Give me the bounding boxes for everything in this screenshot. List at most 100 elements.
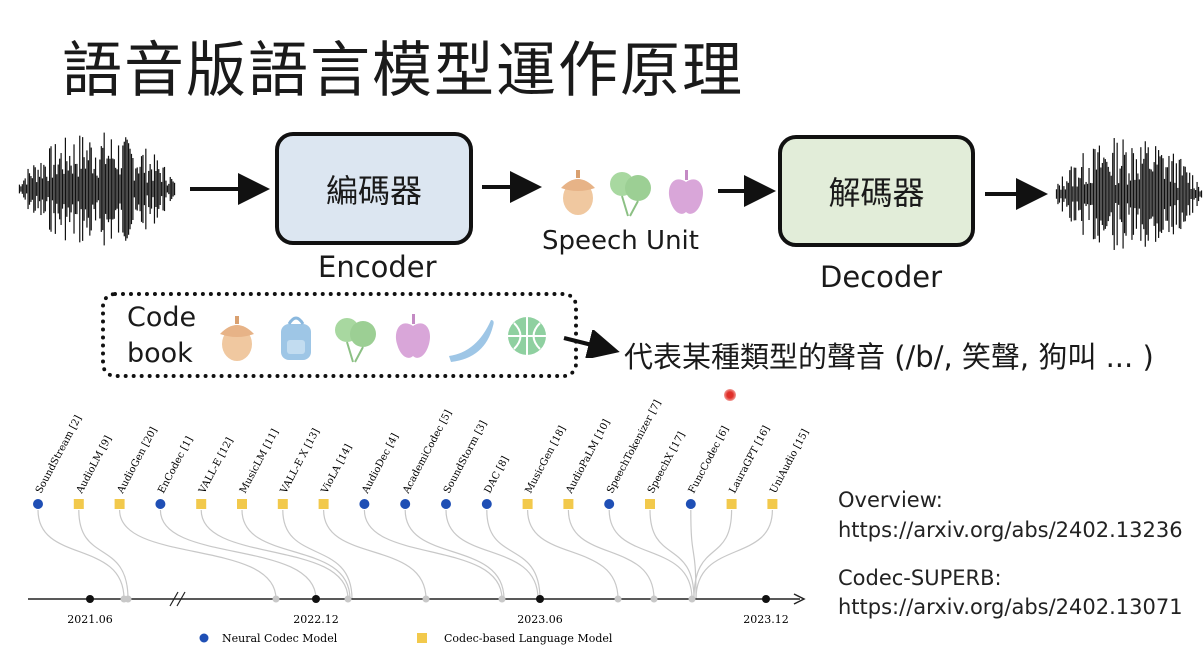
timeline-connector	[37, 509, 125, 600]
timeline-minor-dot	[614, 595, 622, 603]
codec-lm-marker	[237, 499, 247, 509]
neural-codec-marker	[359, 499, 370, 509]
codec-timeline: 2021.06 2022.12 2023.06 2023.12 SoundStream …	[28, 398, 811, 645]
flow-arrows	[190, 171, 1048, 210]
timeline-tick-label: 2021.06	[67, 613, 113, 626]
input-waveform-icon	[18, 132, 176, 246]
model-label: EnCodec [1]	[156, 435, 195, 496]
model-label: LauraGPT [16]	[728, 424, 773, 495]
speech-unit-caption: Speech Unit	[542, 226, 699, 256]
model-label: UniAudio [15]	[768, 427, 811, 495]
speech-unit-icons	[561, 170, 704, 217]
timeline-tick-label: 2023.06	[517, 613, 563, 626]
legend-neural-label: Neural Codec Model	[222, 632, 338, 645]
timeline-connector	[527, 509, 619, 600]
timeline-connector	[695, 509, 773, 600]
neural-codec-marker	[685, 499, 696, 509]
timeline-connector	[241, 509, 351, 600]
timeline-connector	[486, 509, 541, 600]
codec-lm-marker	[114, 499, 125, 509]
overview-label: Overview:	[838, 488, 943, 512]
timeline-connector	[363, 509, 503, 600]
timeline-connector	[404, 509, 505, 600]
codec-lm-marker	[196, 499, 207, 509]
timeline-minor-dot	[344, 595, 352, 603]
timeline-connector	[567, 509, 655, 600]
codec-lm-marker	[645, 499, 655, 509]
codebook-description: 代表某種類型的聲音 (/b/, 笑聲, 狗叫 ... )	[624, 340, 1154, 374]
apple-icon	[668, 170, 704, 214]
superb-url[interactable]: https://arxiv.org/abs/2402.13071	[838, 595, 1183, 619]
timeline-connector	[649, 509, 695, 600]
timeline-axis-break	[169, 591, 186, 607]
basketball-icon	[508, 317, 546, 355]
timeline-tick-dot	[536, 595, 544, 603]
backpack-icon	[281, 316, 311, 360]
model-label: SpeechX [17]	[646, 430, 688, 495]
timeline-minor-dot	[688, 595, 696, 603]
model-label: AudioDec [4]	[360, 432, 401, 497]
timeline-tick-dot	[312, 595, 320, 603]
decoder-caption: Decoder	[820, 260, 943, 294]
timeline-connector	[200, 509, 349, 600]
timeline-minor-dot	[650, 595, 658, 603]
codec-lm-marker	[277, 499, 288, 509]
acorn-icon	[220, 316, 254, 361]
encoder-box: 編碼器	[275, 132, 473, 245]
codebook-icons	[220, 314, 546, 363]
decoder-box-label: 解碼器	[828, 174, 925, 212]
neural-codec-marker	[400, 499, 411, 509]
timeline-connector	[159, 509, 317, 600]
neural-codec-marker	[441, 499, 451, 509]
timeline-connector	[323, 509, 427, 600]
timeline-connector	[445, 509, 539, 600]
timeline-connector	[78, 509, 129, 600]
neural-codec-marker	[33, 499, 43, 509]
model-label: SoundStorm [3]	[442, 419, 490, 495]
timeline-minor-dot	[422, 595, 430, 603]
timeline-connector	[119, 509, 277, 600]
timeline-tick-dot	[86, 595, 94, 603]
codec-lm-marker	[563, 499, 574, 509]
balloons-icon	[610, 172, 651, 217]
neural-codec-marker	[604, 499, 615, 509]
model-label: VALL-E X [13]	[278, 427, 322, 496]
codec-lm-marker	[73, 499, 84, 509]
codec-lm-marker	[522, 499, 533, 509]
balloons-icon	[335, 318, 376, 363]
decoder-box: 解碼器	[778, 135, 975, 247]
superb-label: Codec-SUPERB:	[838, 566, 1002, 590]
encoder-box-label: 編碼器	[325, 171, 422, 210]
acorn-icon	[561, 170, 595, 215]
model-label: AudioPaLM [10]	[564, 418, 613, 497]
codec-lm-marker	[318, 499, 329, 509]
neural-codec-marker	[155, 499, 166, 509]
model-label: FuncCodec [6]	[687, 425, 732, 496]
codebook-arrow	[563, 330, 620, 358]
legend-neural-marker	[199, 633, 209, 643]
timeline-minor-dot	[124, 595, 132, 603]
codec-lm-marker	[726, 499, 737, 509]
codec-lm-marker	[767, 499, 778, 509]
timeline-axis-arrow	[793, 593, 806, 605]
timeline-tick-label: 2023.12	[743, 613, 789, 626]
model-label: AudioLM [9]	[74, 434, 114, 496]
codebook-label: Code book	[127, 302, 197, 369]
legend-lm-marker	[417, 633, 427, 643]
model-label: VALL-E [12]	[197, 436, 236, 496]
legend-lm-label: Codec-based Language Model	[444, 632, 613, 645]
encoder-caption: Encoder	[318, 250, 437, 284]
neural-codec-marker	[481, 499, 492, 509]
model-label: SoundStream [2]	[34, 414, 84, 496]
timeline-minor-dot	[498, 595, 506, 603]
timeline-tick-label: 2022.12	[293, 613, 339, 626]
codebook-box: Code book	[101, 292, 578, 378]
model-label: AudioGen [20]	[115, 425, 160, 496]
banana-icon	[449, 320, 494, 362]
output-waveform-icon	[1055, 138, 1203, 250]
model-label: VioLA [14]	[319, 443, 355, 497]
overview-url[interactable]: https://arxiv.org/abs/2402.13236	[838, 518, 1183, 542]
timeline-connector	[282, 509, 353, 600]
timeline-connector	[608, 509, 693, 600]
page-title: 語音版語言模型運作原理	[62, 36, 744, 106]
